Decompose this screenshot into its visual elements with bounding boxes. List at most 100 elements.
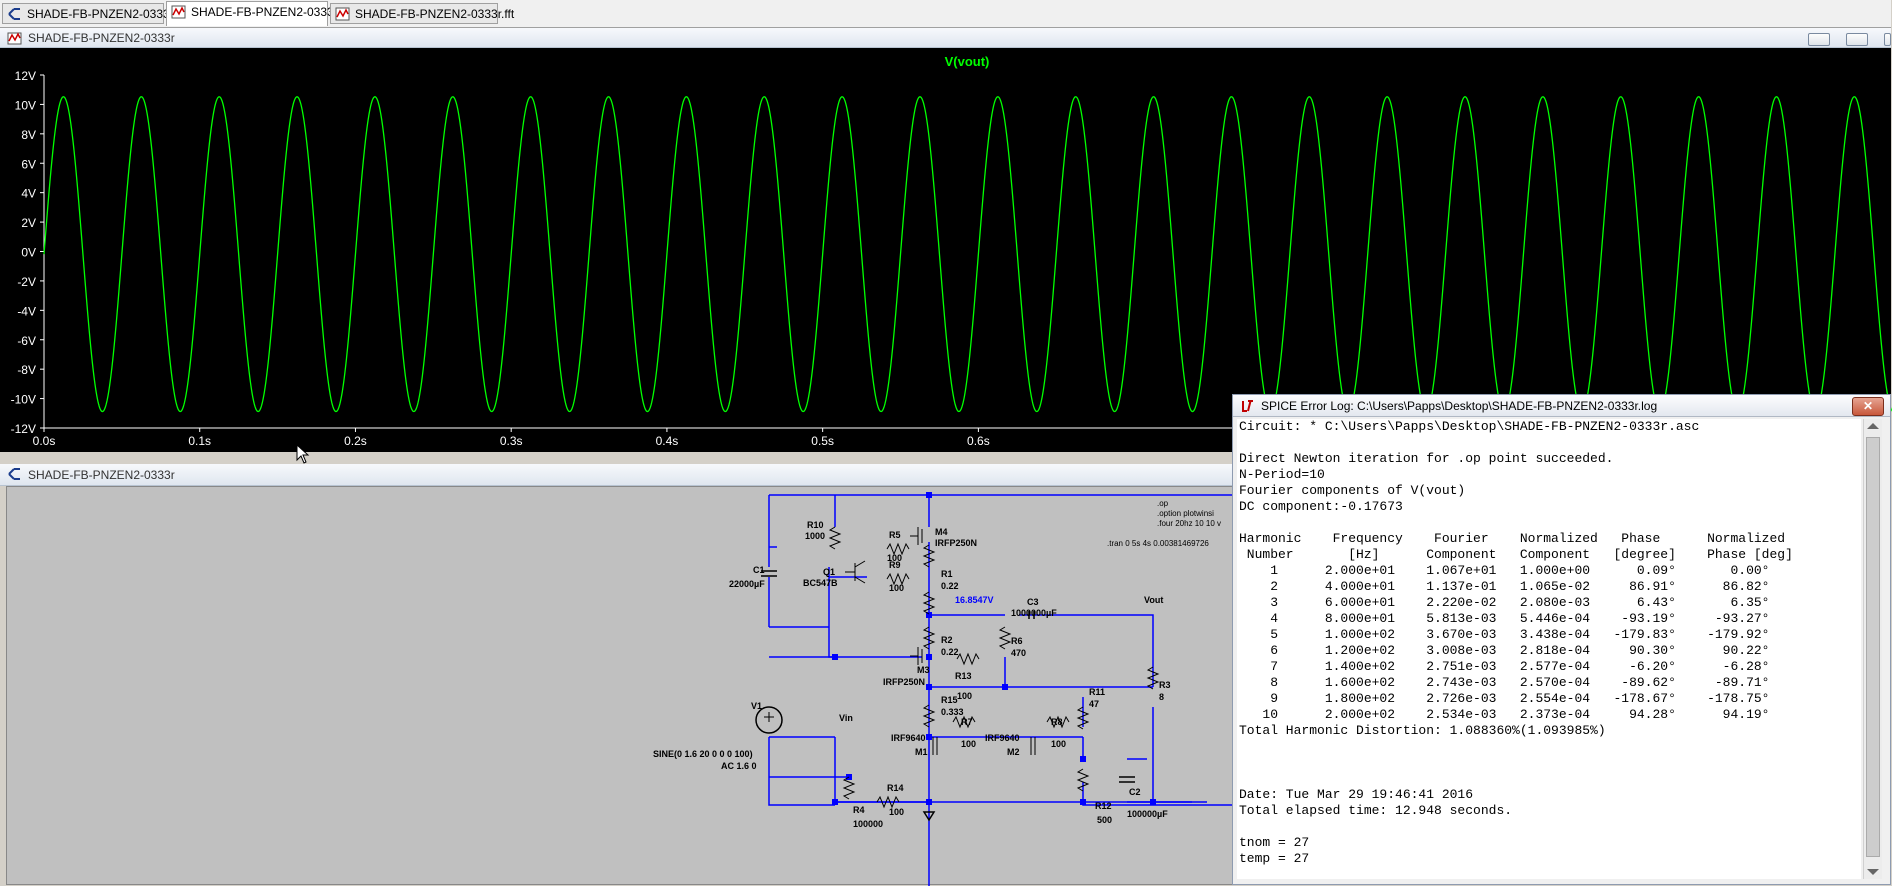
log-line: Total Harmonic Distortion: 1.088360%(1.0… (1239, 723, 1606, 738)
value-r1[interactable]: 0.22 (941, 581, 959, 591)
label-m1[interactable]: M1 (915, 747, 928, 757)
label-r4[interactable]: R4 (853, 805, 865, 815)
mouse-cursor-icon (296, 443, 310, 464)
value-r6[interactable]: 470 (1011, 648, 1027, 658)
label-r10[interactable]: R10 (807, 520, 824, 530)
log-text-area[interactable]: Circuit: * C:\Users\Papps\Desktop\SHADE-… (1237, 419, 1861, 879)
value-r5[interactable]: 100 (887, 553, 903, 563)
label-m4[interactable]: M4 (935, 527, 948, 537)
schematic-icon (8, 468, 20, 480)
label-r1[interactable]: R1 (941, 569, 953, 579)
scroll-thumb[interactable] (1866, 437, 1880, 857)
directive-option[interactable]: .option plotwinsi (1157, 509, 1214, 518)
waveform-window-titlebar[interactable]: SHADE-FB-PNZEN2-0333r (0, 28, 1891, 48)
label-r7[interactable]: R7 (961, 717, 973, 727)
label-r9[interactable]: R9 (889, 560, 901, 570)
log-line (1239, 739, 1861, 755)
tab-label: SHADE-FB-PNZEN2-0333r (27, 7, 174, 21)
value-m3[interactable]: IRFP250N (883, 677, 926, 687)
label-r8[interactable]: R8 (1051, 717, 1063, 727)
directive-tran[interactable]: .tran 0 5s 4s 0.00381469726 (1107, 539, 1209, 548)
value-v1[interactable]: SINE(0 1.6 20 0 0 0 100) (653, 749, 753, 759)
window-title: SHADE-FB-PNZEN2-0333r (28, 31, 175, 45)
net-label-vin[interactable]: Vin (839, 713, 853, 723)
log-line (1239, 771, 1861, 787)
value-r4[interactable]: 100000 (853, 819, 884, 829)
label-r3[interactable]: R3 (1159, 680, 1171, 690)
tab-fft[interactable]: SHADE-FB-PNZEN2-0333r.fft (330, 3, 514, 24)
value-r12[interactable]: 500 (1097, 815, 1113, 825)
value-r2[interactable]: 0.22 (941, 647, 959, 657)
value-c2[interactable]: 100000µF (1127, 809, 1168, 819)
log-window-titlebar[interactable]: SPICE Error Log: C:\Users\Papps\Desktop\… (1233, 395, 1890, 417)
value-m4[interactable]: IRFP250N (935, 538, 978, 548)
log-scrollbar[interactable] (1863, 419, 1882, 879)
value-m1[interactable]: IRF9640 (891, 733, 926, 743)
value-v1-ac[interactable]: AC 1.6 0 (721, 761, 757, 771)
value-c3[interactable]: 1000000µF (1011, 608, 1057, 618)
log-line: Harmonic Frequency Fourier Normalized Ph… (1239, 531, 1786, 546)
value-r15[interactable]: 0.333 (941, 707, 964, 717)
value-c1[interactable]: 22000µF (729, 579, 765, 589)
label-m3[interactable]: M3 (917, 665, 930, 675)
label-c3[interactable]: C3 (1027, 597, 1039, 607)
directive-op[interactable]: .op (1157, 499, 1169, 508)
log-line: Date: Tue Mar 29 19:46:41 2016 (1239, 787, 1474, 802)
log-line: 10 2.000e+02 2.534e-03 2.373e-04 94.28° … (1239, 707, 1770, 722)
x-tick-label: 0.0s (33, 434, 56, 448)
value-m2[interactable]: IRF9640 (985, 733, 1020, 743)
label-q1[interactable]: Q1 (823, 567, 836, 577)
label-r14[interactable]: R14 (887, 783, 904, 793)
label-r12[interactable]: R12 (1095, 801, 1112, 811)
y-tick-label: 12V (15, 69, 36, 83)
minimize-button[interactable] (1808, 33, 1830, 46)
label-c1[interactable]: C1 (753, 565, 765, 575)
scroll-down-arrow-icon[interactable] (1867, 869, 1879, 875)
value-q1[interactable]: BC547B (803, 578, 838, 588)
label-r11[interactable]: R11 (1089, 687, 1106, 697)
value-r10[interactable]: 1000 (805, 531, 826, 541)
x-tick-label: 0.2s (344, 434, 367, 448)
node-voltage-label[interactable]: 16.8547V (955, 595, 994, 605)
x-tick-label: 0.3s (500, 434, 523, 448)
label-c2[interactable]: C2 (1129, 787, 1141, 797)
value-r13[interactable]: 100 (957, 691, 973, 701)
trace-label: V(vout) (945, 54, 990, 69)
log-line: 1 2.000e+01 1.067e+01 1.000e+00 0.09° 0.… (1239, 563, 1770, 578)
spice-error-log-window: SPICE Error Log: C:\Users\Papps\Desktop\… (1232, 394, 1891, 885)
log-line: temp = 27 (1239, 851, 1310, 866)
value-r9[interactable]: 100 (889, 583, 905, 593)
y-tick-label: 4V (21, 187, 36, 201)
log-line (1239, 435, 1861, 451)
label-r6[interactable]: R6 (1011, 636, 1023, 646)
label-r2[interactable]: R2 (941, 635, 953, 645)
log-line: Direct Newton iteration for .op point su… (1239, 451, 1614, 466)
y-tick-label: 10V (15, 98, 36, 112)
plot-canvas[interactable]: V(vout) 12V10V8V6V4V2V0V-2V-4V-6V-8V-10V… (0, 48, 1892, 452)
close-button[interactable]: ✕ (1852, 397, 1884, 416)
value-r8[interactable]: 100 (1051, 739, 1067, 749)
log-line: tnom = 27 (1239, 835, 1310, 850)
log-line: 9 1.800e+02 2.726e-03 2.554e-04 -178.67°… (1239, 691, 1770, 706)
value-r7[interactable]: 100 (961, 739, 977, 749)
label-r5[interactable]: R5 (889, 530, 901, 540)
series-vout-trace (43, 96, 1892, 413)
label-m2[interactable]: M2 (1007, 747, 1020, 757)
x-tick-label: 0.1s (188, 434, 211, 448)
y-tick-label: -10V (11, 393, 36, 407)
value-r11[interactable]: 47 (1089, 699, 1100, 709)
tab-waveform[interactable]: SHADE-FB-PNZEN2-0333r (166, 1, 338, 26)
restore-button[interactable] (1846, 33, 1868, 46)
scroll-up-arrow-icon[interactable] (1867, 423, 1879, 429)
value-r3[interactable]: 8 (1159, 692, 1165, 702)
label-r15[interactable]: R15 (941, 695, 958, 705)
close-button[interactable] (1884, 33, 1891, 46)
directive-four[interactable]: .four 20hz 10 10 v (1157, 519, 1222, 528)
label-r13[interactable]: R13 (955, 671, 972, 681)
log-line: Total elapsed time: 12.948 seconds. (1239, 803, 1513, 818)
value-r14[interactable]: 100 (889, 807, 905, 817)
net-label-vout[interactable]: Vout (1144, 595, 1164, 605)
tab-schematic[interactable]: SHADE-FB-PNZEN2-0333r (2, 3, 174, 24)
label-v1[interactable]: V1 (751, 701, 763, 711)
